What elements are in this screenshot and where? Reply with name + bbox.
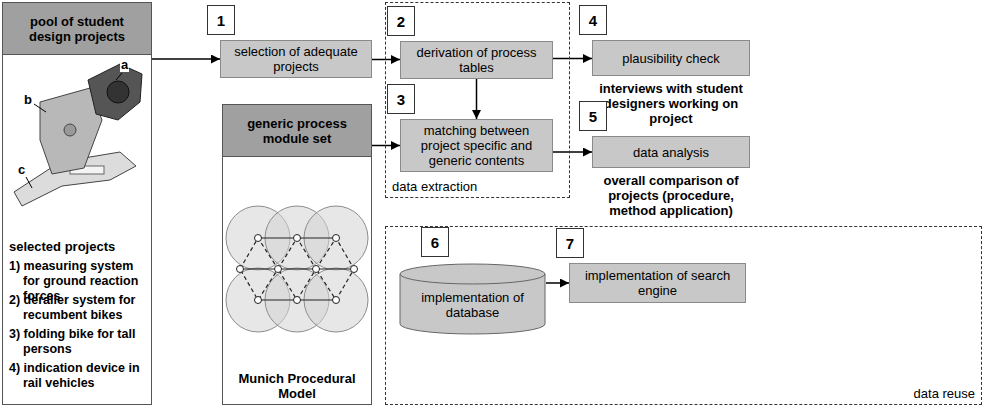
process-label: derivation of process tables [401, 45, 552, 75]
list-heading: selected projects [9, 239, 149, 254]
pivot-bolt [64, 124, 76, 136]
process-label: implementation of database [399, 290, 546, 320]
source-panel: pool of student design projects selected … [2, 2, 152, 405]
figure-caption: Munich Procedural Model [223, 371, 371, 401]
step-number: 5 [579, 101, 607, 131]
network-node [275, 266, 282, 273]
network-node [294, 297, 301, 304]
process-label: selection of adequate projects [221, 44, 371, 74]
list-item: 4) indication device in rail vehicles [9, 361, 149, 391]
step-number: 4 [579, 5, 607, 35]
leader-line [116, 73, 122, 80]
callout-letter: a [120, 57, 129, 72]
list-item: 3) folding bike for tall persons [9, 327, 149, 357]
process-label: implementation of search engine [570, 268, 745, 298]
step-number: 6 [421, 227, 449, 257]
group-label: data reuse [914, 386, 975, 401]
source-panel: generic process module setMunich Procedu… [222, 104, 372, 405]
process-box: 7implementation of search engine [569, 263, 746, 303]
network-node [313, 266, 320, 273]
process-label: plausibility check [618, 51, 724, 66]
panel-heading: pool of student design projects [3, 3, 151, 55]
callout-letter: c [17, 162, 26, 177]
flow-arrow [546, 282, 569, 284]
leader-line [26, 177, 32, 188]
network-node [351, 266, 358, 273]
network-line [240, 238, 354, 300]
flow-arrow [476, 79, 478, 119]
model-network [240, 238, 354, 300]
derailleur-illustration [14, 64, 142, 206]
panel-heading: generic process module set [223, 105, 371, 157]
process-box: 5data analysisoverall comparison of proj… [592, 136, 750, 168]
process-box: 1selection of adequate projects [220, 40, 372, 78]
network-node [237, 266, 244, 273]
process-label: data analysis [629, 145, 713, 160]
flow-arrow [372, 145, 400, 147]
derailleur-clamp [88, 64, 142, 120]
flow-arrow [152, 58, 220, 60]
group-label: data extraction [392, 179, 477, 194]
database-cylinder: 6implementation of database [399, 263, 546, 335]
clamp-ring [107, 81, 129, 103]
step-number: 3 [387, 84, 415, 114]
list-item: 2) derailer system for recumbent bikes [9, 293, 149, 323]
cylinder-body [400, 264, 545, 334]
step-number: 2 [387, 6, 415, 36]
flow-arrow [553, 58, 592, 60]
process-box: 2derivation of process tables [400, 41, 553, 79]
process-box: 3matching between project specific and g… [400, 119, 553, 172]
step-number: 7 [556, 228, 584, 258]
annotation-text: interviews with student designers workin… [587, 81, 755, 126]
network-node [255, 235, 262, 242]
network-dashed-line [240, 238, 354, 300]
network-node [255, 297, 262, 304]
network-nodes [237, 235, 358, 304]
network-node [333, 235, 340, 242]
procedural-model-figure [226, 206, 368, 332]
process-label: matching between project specific and ge… [401, 123, 552, 168]
process-box: 4plausibility checkinterviews with stude… [592, 40, 750, 76]
flow-arrow [553, 151, 592, 153]
group-frame: data extraction2derivation of process ta… [385, 2, 570, 198]
callout-letter: b [23, 92, 33, 107]
group-frame: data reuse6implementation of database7im… [385, 226, 982, 405]
network-node [294, 235, 301, 242]
network-node [333, 297, 340, 304]
cylinder-rim [400, 274, 545, 284]
annotation-text: overall comparison of projects (procedur… [587, 173, 755, 218]
step-number: 1 [207, 5, 235, 35]
leader-line [34, 104, 46, 112]
flow-arrow [372, 59, 400, 61]
